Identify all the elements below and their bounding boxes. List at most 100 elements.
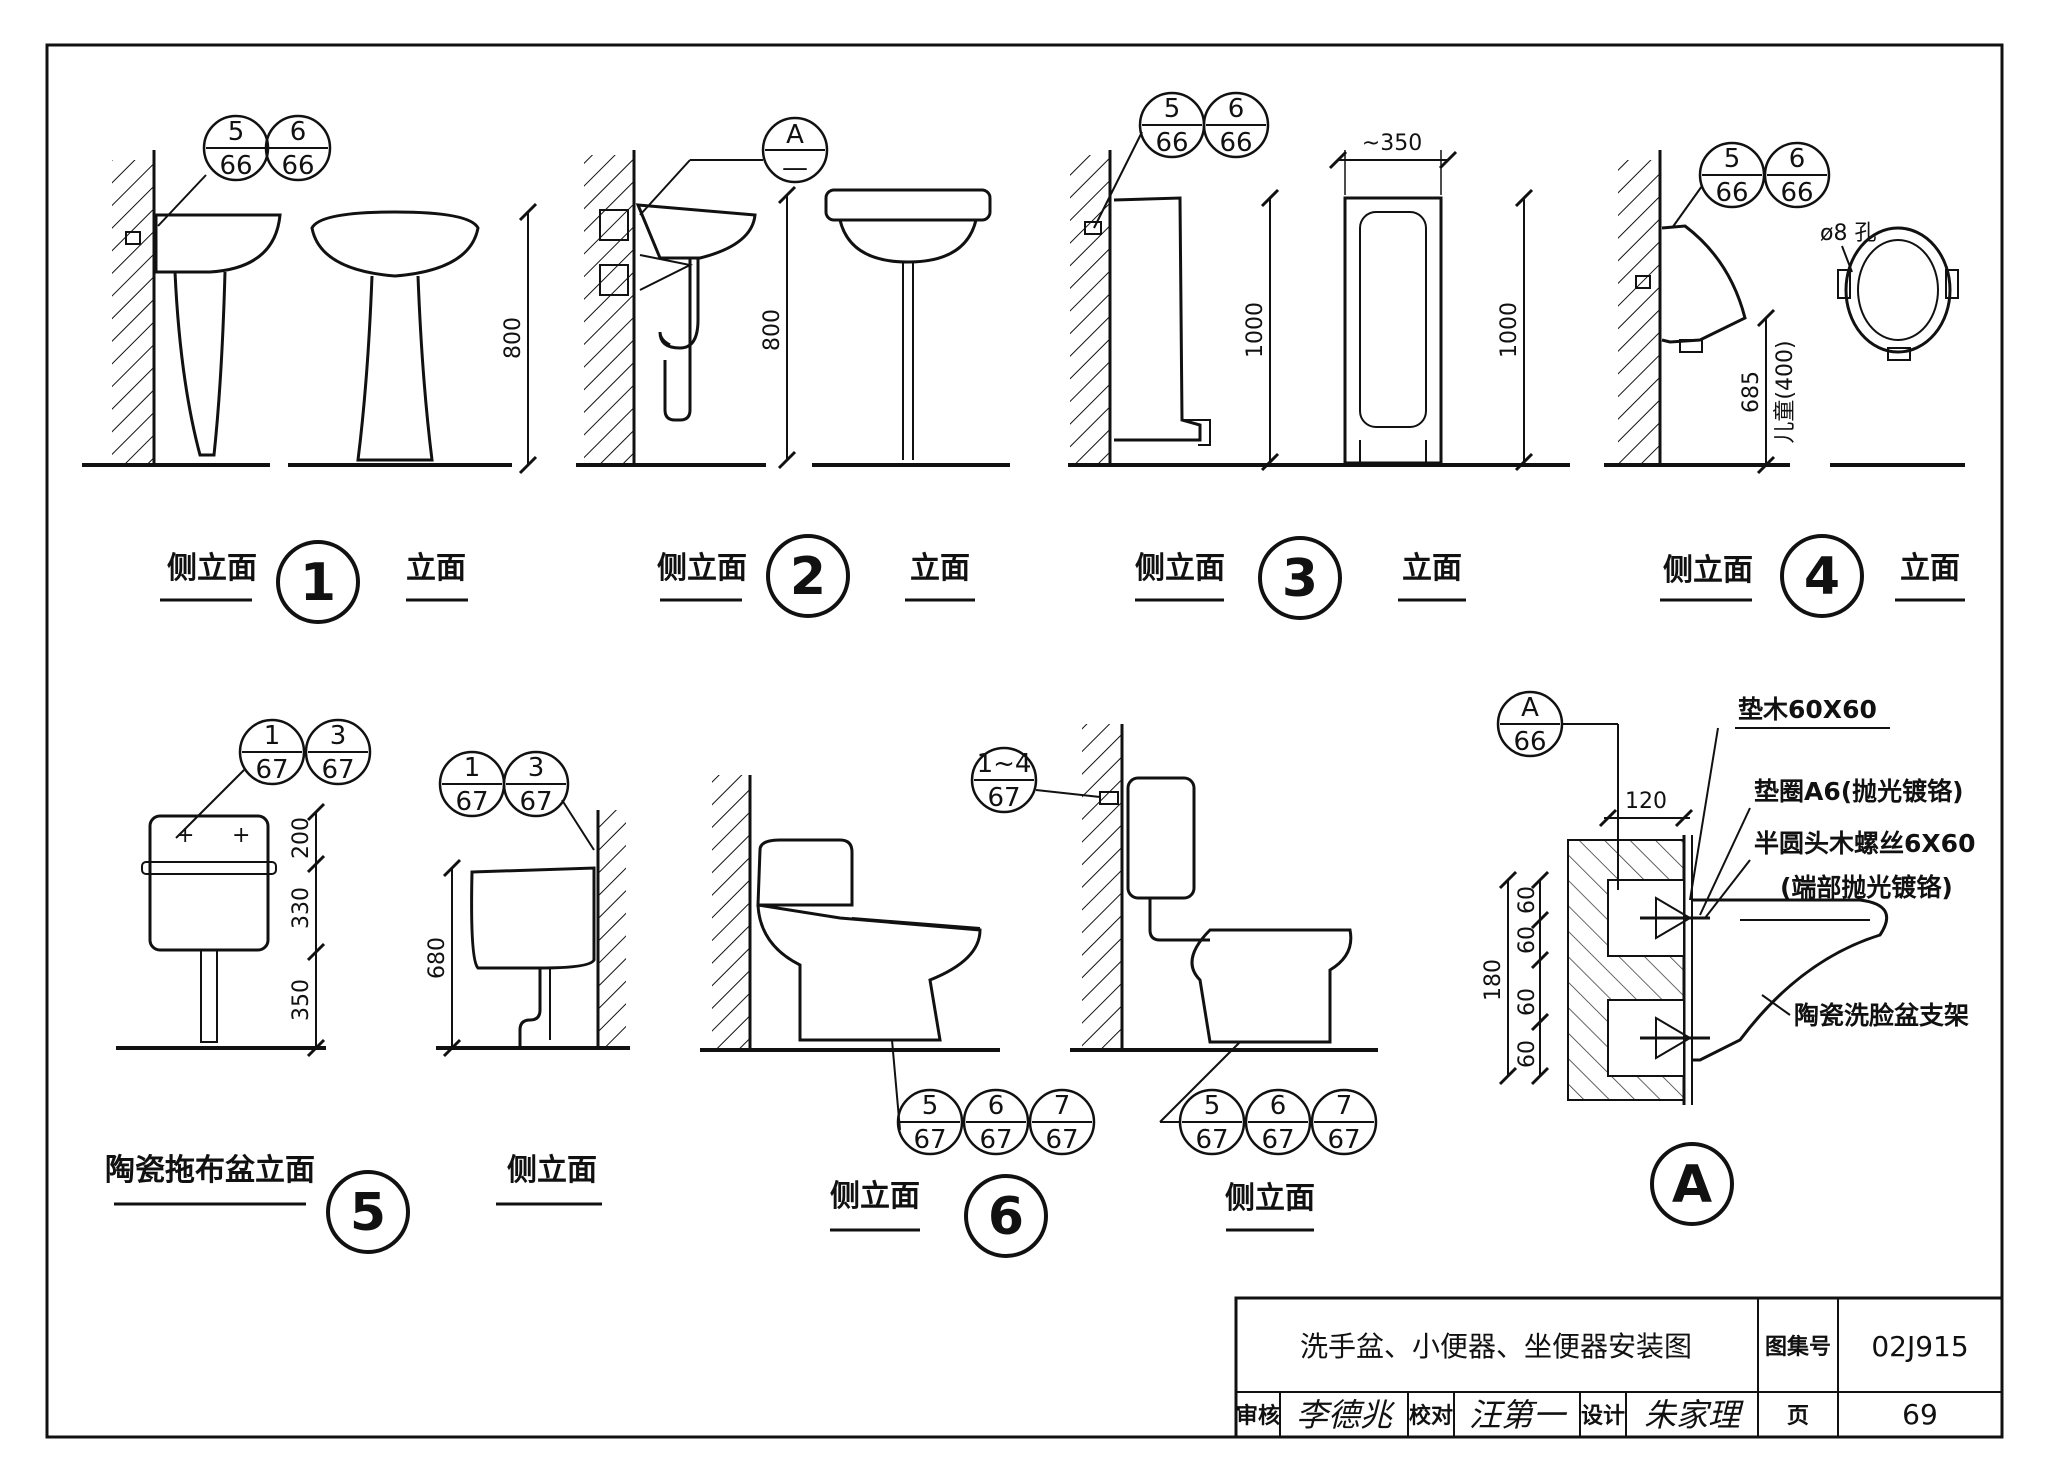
ref-bubble: 1~4 67: [970, 746, 1038, 814]
atlas-label: 图集号: [1765, 1334, 1831, 1360]
svg-text:200: 200: [289, 817, 314, 859]
svg-text:A: A: [786, 120, 804, 150]
ref-bubble: 1 67: [438, 750, 506, 818]
svg-text:66: 66: [1715, 178, 1748, 208]
view-label: 侧立面: [1225, 1181, 1315, 1216]
svg-text:校对: 校对: [1409, 1403, 1453, 1429]
view-label: 侧立面: [167, 551, 257, 586]
svg-text:67: 67: [519, 787, 552, 817]
dimension-label: 685: [1739, 371, 1764, 413]
svg-text:1: 1: [464, 753, 481, 783]
ref-bubble: 5 66: [202, 114, 270, 182]
svg-text:66: 66: [219, 151, 252, 181]
note-label: (端部抛光镀铬): [1780, 873, 1953, 902]
svg-text:67: 67: [1195, 1125, 1228, 1155]
svg-text:6: 6: [988, 1091, 1005, 1121]
svg-text:66: 66: [281, 151, 314, 181]
svg-text:67: 67: [1045, 1125, 1078, 1155]
svg-text:5: 5: [922, 1091, 939, 1121]
svg-text:A: A: [1521, 693, 1539, 723]
svg-text:5: 5: [1164, 94, 1181, 124]
view-label: 侧立面: [830, 1179, 920, 1214]
title-block: 洗手盆、小便器、坐便器安装图 图集号 02J915 审核 李德兆 校对 汪第一 …: [1234, 1296, 2004, 1439]
svg-text:67: 67: [255, 755, 288, 785]
note-label: 垫木60X60: [1738, 695, 1877, 724]
sheet-border: [45, 43, 2004, 1439]
detail-ref-bubble: A —: [761, 116, 829, 184]
view-2-wall-basin: A — 800 侧立面 2 立面: [576, 116, 1010, 618]
view-label: 立面: [910, 551, 970, 586]
dimension-label: ~350: [1362, 131, 1422, 156]
view-number: 5: [350, 1183, 386, 1243]
svg-text:60: 60: [1515, 926, 1540, 954]
svg-text:67: 67: [987, 783, 1020, 813]
svg-text:67: 67: [913, 1125, 946, 1155]
view-3-urinal-stall: 5 66 6 66 ~350 1000 1000 侧立面 3 立面: [1068, 91, 1570, 620]
ref-bubble: 6 66: [1202, 91, 1270, 159]
view-label: 侧立面: [507, 1153, 597, 1188]
drawing-title: 洗手盆、小便器、坐便器安装图: [1300, 1330, 1692, 1363]
note-label: 垫圈A6(抛光镀铬): [1754, 777, 1964, 806]
ref-bubble-group: 5 67 6 67 7 67: [1178, 1088, 1378, 1156]
svg-text:66: 66: [1780, 178, 1813, 208]
detail-a-bracket: A 66 120 180 60 60 60 60 垫木60X60 垫圈A6(抛光…: [1481, 690, 1975, 1226]
checker-signature: 汪第一: [1469, 1396, 1568, 1434]
svg-text:—: —: [782, 153, 808, 183]
atlas-number: 02J915: [1871, 1330, 1968, 1363]
svg-text:3: 3: [330, 721, 347, 751]
ref-bubble-group: 5 67 6 67 7 67: [896, 1088, 1096, 1156]
svg-text:5: 5: [228, 117, 245, 147]
dimension-label: 680: [425, 937, 450, 979]
svg-text:7: 7: [1336, 1091, 1353, 1121]
dimension-label: 1000: [1497, 302, 1522, 358]
view-4-wall-urinal: 5 66 6 66 ø8 孔 685 儿童(400) 侧立面 4 立面: [1604, 141, 1965, 618]
view-label: 侧立面: [1135, 551, 1225, 586]
svg-text:+: +: [176, 823, 194, 848]
reviewer-signature: 李德兆: [1296, 1396, 1396, 1434]
hole-label: ø8 孔: [1820, 221, 1876, 246]
ref-bubble: A 66: [1496, 690, 1564, 758]
svg-text:67: 67: [1327, 1125, 1360, 1155]
svg-text:330: 330: [289, 887, 314, 929]
ref-bubble: 5 66: [1138, 91, 1206, 159]
designer-signature: 朱家理: [1644, 1396, 1744, 1434]
svg-text:审核: 审核: [1236, 1403, 1280, 1429]
view-label: 立面: [1900, 551, 1960, 586]
ref-bubble: 6 66: [1763, 141, 1831, 209]
ref-bubble: 6 66: [264, 114, 332, 182]
view-label: 立面: [1402, 551, 1462, 586]
view-5-mop-sink: + + 1 67 3 67 200 330 350: [105, 718, 630, 1254]
dimension-label: 1000: [1243, 302, 1268, 358]
dimension-label: 儿童(400): [1773, 340, 1798, 443]
svg-text:5: 5: [1204, 1091, 1221, 1121]
svg-text:67: 67: [455, 787, 488, 817]
svg-text:60: 60: [1515, 886, 1540, 914]
svg-text:60: 60: [1515, 988, 1540, 1016]
view-label: 立面: [406, 551, 466, 586]
ref-bubble: 3 67: [304, 718, 372, 786]
note-label: 半圆头木螺丝6X60: [1754, 829, 1975, 858]
svg-text:6: 6: [290, 117, 307, 147]
svg-text:设计: 设计: [1581, 1404, 1625, 1429]
svg-text:350: 350: [289, 979, 314, 1021]
detail-number: A: [1672, 1155, 1712, 1215]
view-label: 陶瓷拖布盆立面: [105, 1153, 315, 1188]
wall-hatch: [112, 160, 154, 465]
svg-text:页: 页: [1787, 1404, 1809, 1429]
view-number: 2: [790, 547, 826, 607]
dimension-label: 800: [760, 309, 785, 351]
dimension-label: 120: [1625, 789, 1667, 814]
svg-text:7: 7: [1054, 1091, 1071, 1121]
svg-text:60: 60: [1515, 1040, 1540, 1068]
svg-text:6: 6: [1270, 1091, 1287, 1121]
svg-text:1: 1: [264, 721, 281, 751]
svg-text:66: 66: [1513, 727, 1546, 757]
svg-text:6: 6: [1228, 94, 1245, 124]
ref-bubble: 5 66: [1698, 141, 1766, 209]
svg-text:5: 5: [1724, 144, 1741, 174]
dimension-label: 800: [501, 317, 526, 359]
view-number: 1: [300, 553, 336, 613]
svg-text:+: +: [232, 823, 250, 848]
svg-text:6: 6: [1789, 144, 1806, 174]
